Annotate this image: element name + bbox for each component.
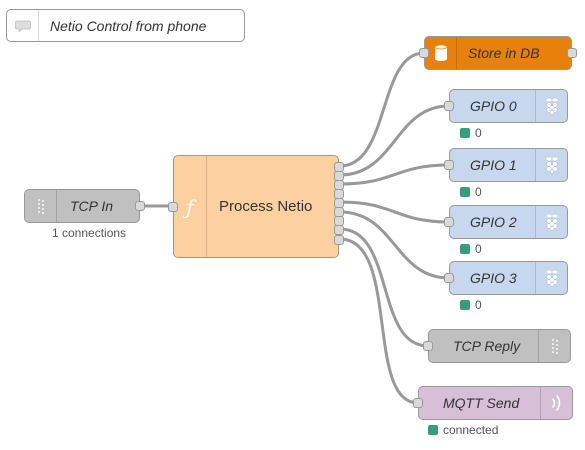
- gpio-3-status: 0: [460, 298, 482, 312]
- gpio-1-input-port[interactable]: [444, 160, 454, 170]
- process-netio-node[interactable]: ƒ Process Netio: [168, 155, 344, 258]
- gpio-3-status-text: 0: [475, 298, 482, 312]
- mqtt-signal-icon: [540, 387, 572, 419]
- raspberry-pi-icon: [535, 149, 567, 181]
- comment-node[interactable]: Netio Control from phone: [6, 9, 245, 42]
- tcp-waves-icon: [538, 330, 570, 362]
- process-netio-label: Process Netio: [219, 198, 313, 215]
- wire-to-store-db: [339, 51, 425, 168]
- gpio-1-status-text: 0: [475, 185, 482, 199]
- database-icon: [425, 37, 457, 69]
- wire-to-gpio-0: [339, 104, 450, 177]
- mqtt-send-input-port[interactable]: [413, 398, 423, 408]
- tcp-in-output-port[interactable]: [135, 201, 145, 211]
- raspberry-pi-icon: [535, 262, 567, 294]
- store-db-output-port[interactable]: [567, 48, 577, 58]
- gpio-3-label: GPIO 3: [470, 270, 517, 286]
- wire-to-tcp-reply: [339, 227, 429, 348]
- process-input-port[interactable]: [168, 202, 178, 212]
- mqtt-send-status: connected: [428, 423, 498, 437]
- gpio-0-input-port[interactable]: [444, 101, 454, 111]
- tcp-waves-icon: [25, 190, 57, 222]
- comment-label: Netio Control from phone: [50, 17, 207, 34]
- process-output-port-8[interactable]: [334, 225, 344, 235]
- gpio-0-node[interactable]: GPIO 0: [444, 89, 568, 123]
- gpio-2-label: GPIO 2: [470, 214, 517, 230]
- mqtt-send-status-text: connected: [443, 423, 499, 437]
- tcp-in-node[interactable]: TCP In: [24, 189, 145, 223]
- wire-to-mqtt-send: [339, 237, 419, 405]
- store-db-input-port[interactable]: [419, 48, 429, 58]
- gpio-2-status-text: 0: [475, 242, 482, 256]
- gpio-2-node[interactable]: GPIO 2: [444, 205, 568, 239]
- gpio-1-label: GPIO 1: [470, 157, 517, 173]
- store-in-db-label: Store in DB: [468, 45, 540, 61]
- raspberry-pi-icon: [535, 206, 567, 238]
- raspberry-pi-icon: [535, 90, 567, 122]
- status-dot: [428, 425, 438, 435]
- status-dot: [460, 300, 470, 310]
- tcp-reply-node[interactable]: TCP Reply: [423, 329, 571, 363]
- wire-to-gpio-2: [339, 200, 450, 224]
- status-dot: [460, 128, 470, 138]
- mqtt-send-label: MQTT Send: [443, 395, 520, 411]
- tcp-in-label: TCP In: [70, 198, 114, 214]
- tcp-in-status-text: 1 connections: [52, 226, 127, 240]
- gpio-3-node[interactable]: GPIO 3: [444, 261, 568, 295]
- gpio-2-status: 0: [460, 242, 482, 256]
- status-dot: [460, 187, 470, 197]
- gpio-1-node[interactable]: GPIO 1: [444, 148, 568, 182]
- gpio-3-input-port[interactable]: [444, 273, 454, 283]
- comment-icon: [7, 10, 39, 41]
- wire-to-gpio-3: [339, 210, 450, 280]
- gpio-0-status: 0: [460, 126, 482, 140]
- gpio-0-status-text: 0: [475, 126, 482, 140]
- gpio-1-status: 0: [460, 185, 482, 199]
- function-icon: ƒ: [174, 156, 207, 257]
- tcp-reply-input-port[interactable]: [423, 341, 433, 351]
- wire-to-gpio-1: [339, 163, 450, 186]
- process-output-port-9[interactable]: [334, 235, 344, 245]
- tcp-reply-label: TCP Reply: [453, 338, 521, 354]
- status-dot: [460, 244, 470, 254]
- gpio-2-input-port[interactable]: [444, 217, 454, 227]
- gpio-0-label: GPIO 0: [470, 98, 517, 114]
- store-in-db-node[interactable]: Store in DB: [419, 36, 577, 70]
- mqtt-send-node[interactable]: MQTT Send: [413, 386, 573, 420]
- tcp-in-status: 1 connections: [52, 226, 126, 240]
